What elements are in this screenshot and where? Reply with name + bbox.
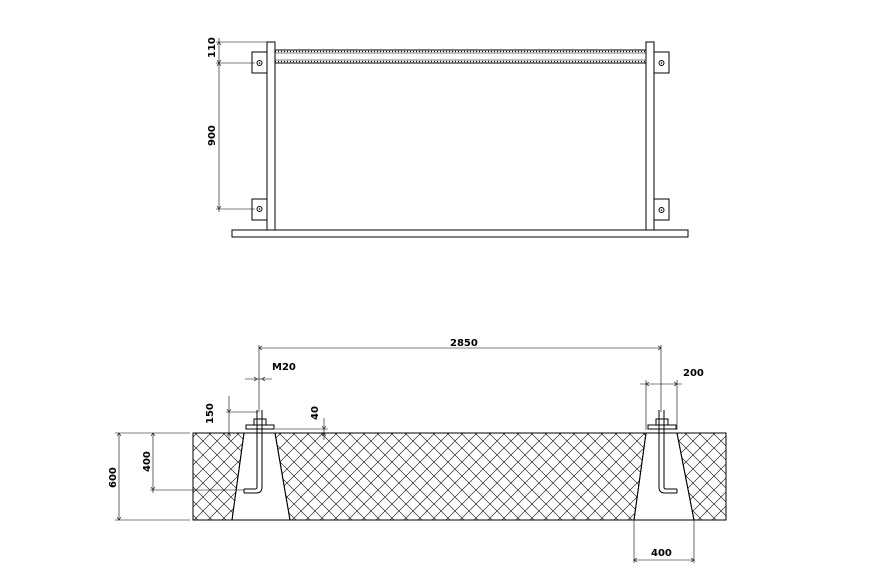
dim-150-label: 150 xyxy=(205,403,216,424)
left-anchor-bolt xyxy=(243,410,275,494)
dim-400-width-label: 400 xyxy=(651,548,672,559)
bracket-bottom-right xyxy=(653,198,670,221)
dim-pocket-depth xyxy=(150,432,244,493)
concrete-hatch xyxy=(192,432,727,521)
left-pocket xyxy=(231,432,291,521)
foundation-section: 2850 M20 150 40 xyxy=(108,338,727,563)
dim-pocket-top xyxy=(640,380,682,430)
bracket-top-left xyxy=(251,51,268,74)
dim-elevation-vertical xyxy=(216,38,267,212)
top-rail xyxy=(275,49,646,64)
dim-depth xyxy=(115,432,190,521)
dim-900-label: 900 xyxy=(207,125,218,146)
dim-600-label: 600 xyxy=(108,467,119,488)
base-plate xyxy=(231,229,689,238)
left-post xyxy=(266,41,276,231)
right-post xyxy=(645,41,655,231)
dim-40-label: 40 xyxy=(310,406,321,420)
dim-projection xyxy=(226,396,258,440)
dim-bolt xyxy=(245,376,272,382)
dim-400-depth-label: 400 xyxy=(142,451,153,472)
bracket-top-right xyxy=(653,51,670,74)
dim-2850-label: 2850 xyxy=(450,338,478,349)
dim-200-label: 200 xyxy=(683,368,704,379)
elevation-view: 110 900 xyxy=(207,37,689,238)
dim-m20-label: M20 xyxy=(272,362,296,373)
dim-span xyxy=(258,345,662,412)
right-pocket xyxy=(633,432,695,521)
bracket-bottom-left xyxy=(251,198,268,221)
dim-pocket-bottom xyxy=(633,520,695,563)
right-anchor-bolt xyxy=(647,410,678,494)
dim-110-label: 110 xyxy=(207,37,218,58)
dim-embed xyxy=(275,418,328,440)
